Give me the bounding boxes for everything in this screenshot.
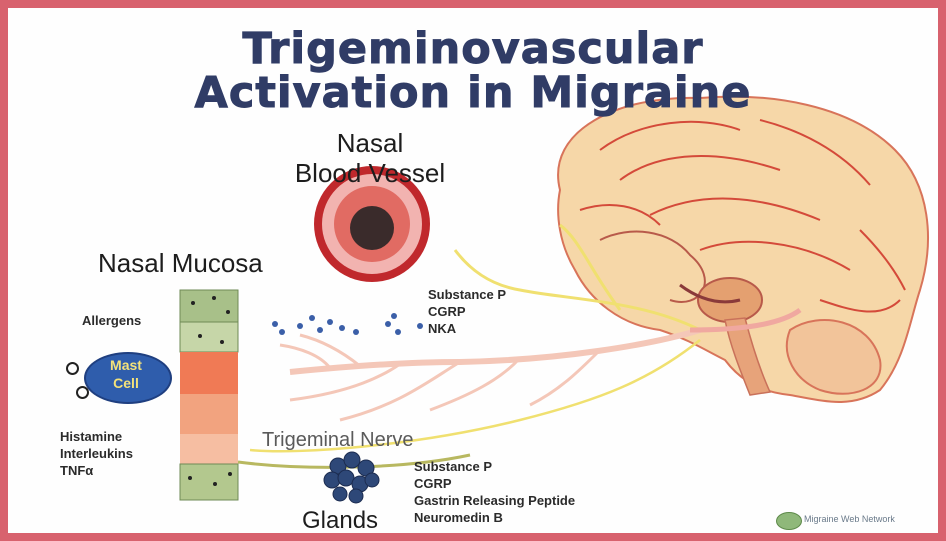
mast-cell-label: Mast Cell	[84, 356, 168, 392]
neuropeptide-item: CGRP	[428, 303, 506, 320]
logo-text: Migraine Web Network	[804, 514, 895, 524]
mucosa-label: Nasal Mucosa	[98, 248, 263, 278]
neuropeptide-item: Substance P	[428, 286, 506, 303]
neuropeptides-upper: Substance P CGRP NKA	[428, 286, 506, 337]
granule-icon	[76, 386, 89, 399]
vessel-label: Nasal Blood Vessel	[276, 128, 464, 188]
neuropeptide-dots	[272, 313, 423, 335]
mast-cell-label-line1: Mast	[84, 356, 168, 374]
neuropeptides-lower: Substance P CGRP Gastrin Releasing Pepti…	[414, 458, 575, 526]
glands-label: Glands	[302, 506, 378, 536]
gland-cluster	[324, 452, 379, 503]
allergens-label: Allergens	[82, 312, 141, 329]
mucosa-column	[180, 290, 238, 500]
vessel-label-line2: Blood Vessel	[276, 158, 464, 188]
slide-title-line2: Activation in Migraine	[0, 70, 946, 116]
vessel-label-line1: Nasal	[276, 128, 464, 158]
neuropeptide-item: NKA	[428, 320, 506, 337]
mediator-item: Histamine	[60, 428, 133, 445]
brain-illustration	[558, 97, 928, 402]
mast-cell-label-line2: Cell	[84, 374, 168, 392]
mediator-item: TNFα	[60, 462, 133, 479]
neuropeptide-item: Neuromedin B	[414, 509, 575, 526]
neuropeptide-item: Gastrin Releasing Peptide	[414, 492, 575, 509]
neuropeptide-item: CGRP	[414, 475, 575, 492]
mediator-item: Interleukins	[60, 445, 133, 462]
granule-icon	[66, 362, 79, 375]
slide-title-line1: Trigeminovascular	[0, 26, 946, 72]
nerve-label: Trigeminal Nerve	[262, 428, 414, 452]
neuropeptide-item: Substance P	[414, 458, 575, 475]
mediators-list: Histamine Interleukins TNFα	[60, 428, 133, 479]
logo-icon	[776, 512, 802, 530]
